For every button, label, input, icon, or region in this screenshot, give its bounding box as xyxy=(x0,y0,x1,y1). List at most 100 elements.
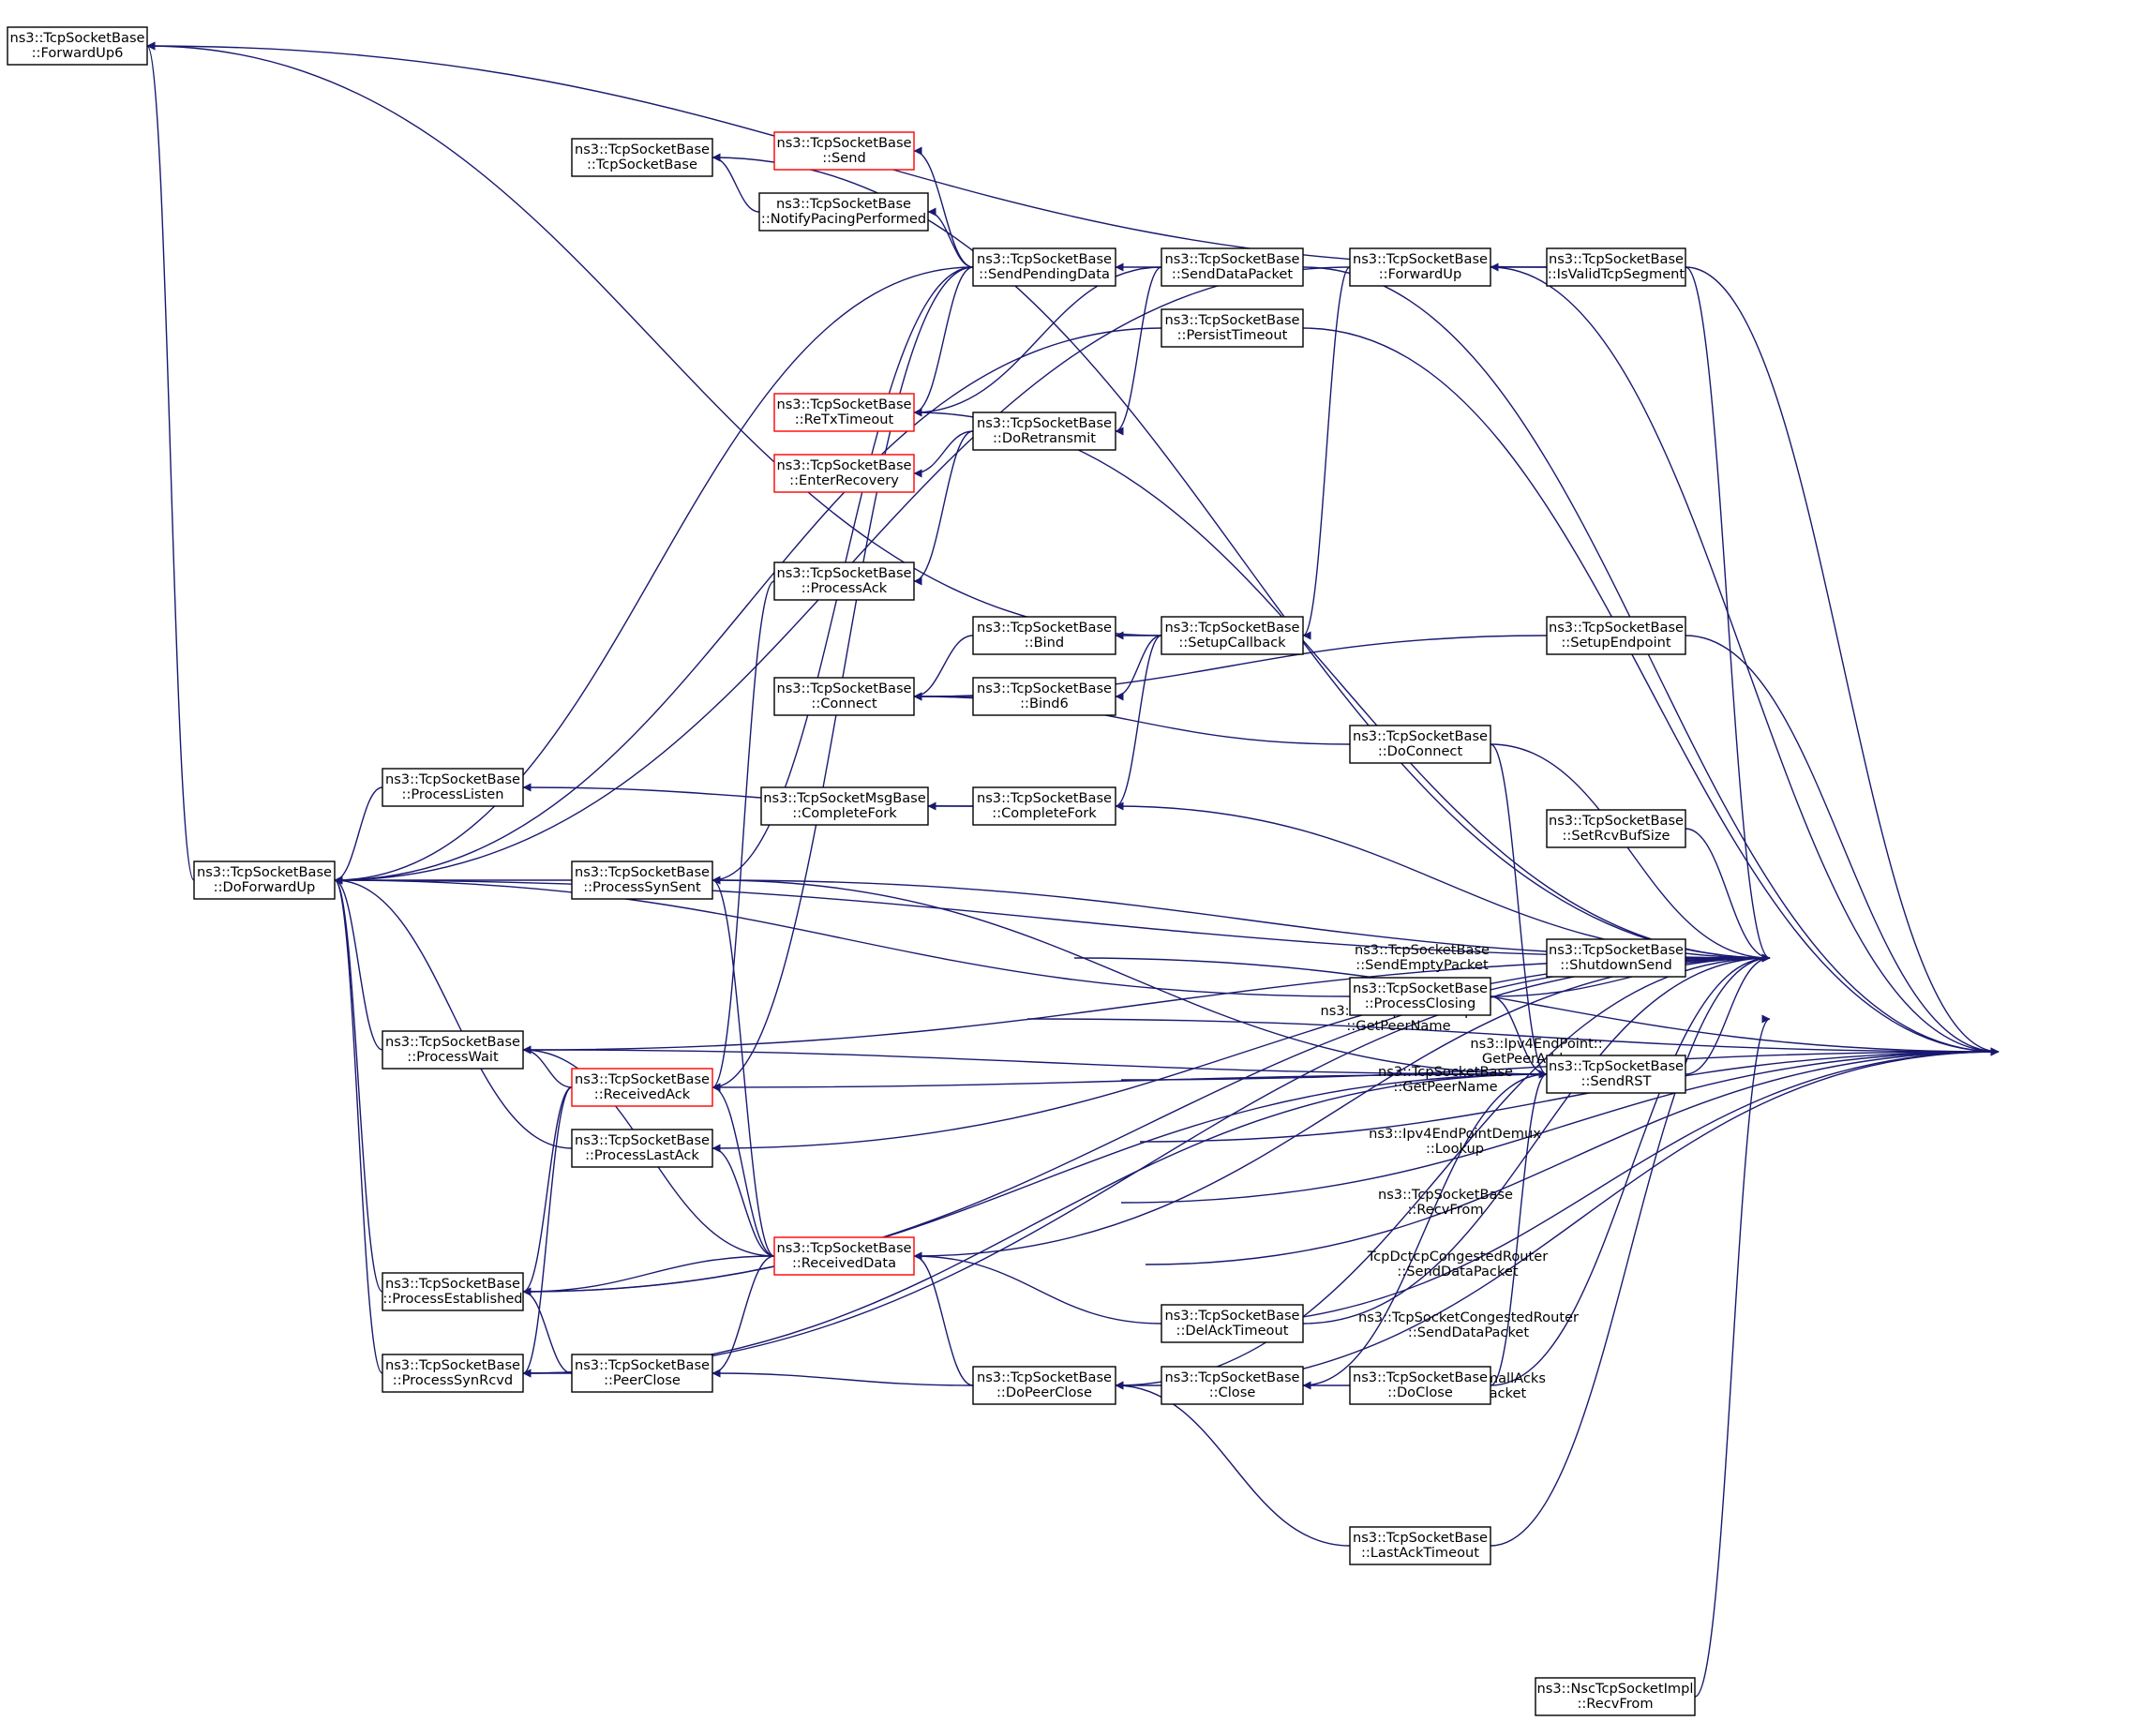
node-dctcpsend[interactable]: TcpDctcpCongestedRouter::SendDataPacket xyxy=(1367,1249,1549,1280)
node-processwait[interactable]: ns3::TcpSocketBase::ProcessWait xyxy=(382,1030,524,1070)
node-setupendpoint[interactable]: ns3::TcpSocketBase::SetupEndpoint xyxy=(1546,616,1686,655)
edge-sendrst-to-processwait xyxy=(522,1045,1548,1075)
edge-doclose-to-sendrst xyxy=(1490,1070,1548,1386)
node-receivedack-label: ns3::TcpSocketBase::ReceivedAck xyxy=(575,1071,710,1102)
node-demuxlookup[interactable]: ns3::Ipv4EndPointDemux::Lookup xyxy=(1369,1126,1541,1157)
node-persisttimeout[interactable]: ns3::TcpSocketBase::PersistTimeout xyxy=(1161,308,1304,348)
node-forwardup6[interactable]: ns3::TcpSocketBase::ForwardUp6 xyxy=(7,26,148,66)
edge-demuxlookup-to-getpeeraddress xyxy=(1139,1047,2000,1143)
edge-receivedack-to-processestablished xyxy=(522,1086,573,1296)
node-nscrecvfrom[interactable]: ns3::NscTcpSocketImpl::RecvFrom xyxy=(1535,1677,1696,1716)
node-dopeerclose[interactable]: ns3::TcpSocketBase::DoPeerClose xyxy=(972,1366,1116,1405)
edge-processwait-to-doforwardup xyxy=(334,875,383,1051)
node-forwardup[interactable]: ns3::TcpSocketBase::ForwardUp xyxy=(1349,247,1491,287)
node-processestablished[interactable]: ns3::TcpSocketBase::ProcessEstablished xyxy=(382,1272,524,1311)
edge-processlisten-to-doforwardup xyxy=(334,786,383,885)
node-senddatapacket[interactable]: ns3::TcpSocketBase::SendDataPacket xyxy=(1161,247,1304,287)
edge-delacktimeout-to-receiveddata xyxy=(913,1251,1162,1324)
node-processlastack[interactable]: ns3::TcpSocketBase::ProcessLastAck xyxy=(571,1129,713,1168)
node-sendpendingdata[interactable]: ns3::TcpSocketBase::SendPendingData xyxy=(972,247,1116,287)
node-close[interactable]: ns3::TcpSocketBase::Close xyxy=(1161,1366,1304,1405)
node-setrcvbuf[interactable]: ns3::TcpSocketBase::SetRcvBufSize xyxy=(1546,809,1686,848)
node-doforwardup[interactable]: ns3::TcpSocketBase::DoForwardUp xyxy=(193,861,336,900)
node-processestablished-box xyxy=(382,1272,524,1311)
node-doconnect-label: ns3::TcpSocketBase::DoConnect xyxy=(1353,728,1488,759)
node-send[interactable]: ns3::TcpSocketBase::Send xyxy=(773,131,915,171)
node-forwardup-box xyxy=(1349,247,1491,287)
node-tcpgetpeername[interactable]: ns3::TcpSocketBase::GetPeerName xyxy=(1378,1064,1513,1095)
edge-sendrst-to-processsynrcvd xyxy=(522,1073,1548,1378)
node-setupcallback[interactable]: ns3::TcpSocketBase::SetupCallback xyxy=(1161,616,1304,655)
node-retxtimeout-box xyxy=(773,393,915,432)
edge-receivedack-to-processwait xyxy=(522,1045,573,1088)
node-persisttimeout-box xyxy=(1161,308,1304,348)
node-enterrecovery[interactable]: ns3::TcpSocketBase::EnterRecovery xyxy=(773,454,915,493)
node-processclosing[interactable]: ns3::TcpSocketBase::ProcessClosing xyxy=(1349,977,1491,1016)
edge-close-to-sendrst xyxy=(1302,1070,1548,1386)
edge-sendrst-to-processsynsent xyxy=(712,875,1548,1075)
node-sendrst[interactable]: ns3::TcpSocketBase::SendRST xyxy=(1546,1055,1686,1094)
node-notifypacing[interactable]: ns3::TcpSocketBase::NotifyPacingPerforme… xyxy=(758,192,929,232)
node-lastacktimeout[interactable]: ns3::TcpSocketBase::LastAckTimeout xyxy=(1349,1526,1491,1565)
node-lastacktimeout-box xyxy=(1349,1526,1491,1565)
node-completefork[interactable]: ns3::TcpSocketBase::CompleteFork xyxy=(972,786,1116,826)
node-sendrst-label: ns3::TcpSocketBase::SendRST xyxy=(1549,1058,1684,1089)
edge-receivedack-to-processsynrcvd xyxy=(522,1086,573,1378)
node-processlisten-label: ns3::TcpSocketBase::ProcessListen xyxy=(385,771,520,802)
edge-processlastack-to-doforwardup xyxy=(334,875,573,1149)
node-sendemptypacket[interactable]: ns3::TcpSocketBase::SendEmptyPacket xyxy=(1355,942,1490,973)
node-receivedack[interactable]: ns3::TcpSocketBase::ReceivedAck xyxy=(571,1068,713,1107)
node-delacktimeout[interactable]: ns3::TcpSocketBase::DelAckTimeout xyxy=(1161,1304,1304,1343)
edge-senddatapacket-to-doretransmit xyxy=(1115,266,1162,436)
node-processack[interactable]: ns3::TcpSocketBase::ProcessAck xyxy=(773,561,915,601)
node-processlisten[interactable]: ns3::TcpSocketBase::ProcessListen xyxy=(382,768,524,807)
node-bind[interactable]: ns3::TcpSocketBase::Bind xyxy=(972,616,1116,655)
edge-processlastack-to-sendemptypacket xyxy=(712,953,1771,1149)
node-connect-label: ns3::TcpSocketBase::Connect xyxy=(776,681,911,711)
edge-doretransmit-to-enterrecovery xyxy=(913,430,974,478)
edge-nscgetpeername-to-getpeeraddress xyxy=(1026,1018,2000,1056)
node-peerclose[interactable]: ns3::TcpSocketBase::PeerClose xyxy=(571,1354,713,1393)
edge-sendrst-to-processestablished xyxy=(522,1073,1548,1296)
edge-setrcvbuf-to-sendemptypacket xyxy=(1685,828,1771,963)
node-connect[interactable]: ns3::TcpSocketBase::Connect xyxy=(773,677,915,716)
node-processclosing-box xyxy=(1349,977,1491,1016)
edge-doforwardup-to-forwardup6 xyxy=(146,41,195,881)
node-bind6[interactable]: ns3::TcpSocketBase::Bind6 xyxy=(972,677,1116,716)
node-recvfrom-label: ns3::TcpSocketBase::RecvFrom xyxy=(1378,1187,1513,1218)
node-processsynsent[interactable]: ns3::TcpSocketBase::ProcessSynSent xyxy=(571,861,713,900)
edge-dopeerclose-to-peerclose xyxy=(712,1369,974,1386)
node-msgcompletefork[interactable]: ns3::TcpSocketMsgBase::CompleteFork xyxy=(760,786,929,826)
node-shutdownsend[interactable]: ns3::TcpSocketBase::ShutdownSend xyxy=(1546,938,1686,978)
edge-receiveddata-to-processsynsent xyxy=(712,875,775,1257)
edge-delacktimeout-to-sendemptypacket xyxy=(1302,953,1771,1324)
edge-sendpendingdata-to-notifypacing xyxy=(927,207,974,268)
edge-processsynrcvd-to-sendemptypacket xyxy=(522,953,1771,1374)
node-receiveddata-box xyxy=(773,1236,915,1276)
edge-persisttimeout-to-doforwardup xyxy=(334,327,1162,885)
node-setupcallback-box xyxy=(1161,616,1304,655)
node-congestedsend[interactable]: ns3::TcpSocketCongestedRouter::SendDataP… xyxy=(1358,1309,1579,1340)
node-doclose-box xyxy=(1349,1366,1491,1405)
node-receiveddata[interactable]: ns3::TcpSocketBase::ReceivedData xyxy=(773,1236,915,1276)
node-tcpsocketbase-box xyxy=(571,138,713,177)
node-bind-label: ns3::TcpSocketBase::Bind xyxy=(977,620,1112,651)
node-layer: ns3::Ipv4EndPoint::GetPeerAddressns3::Tc… xyxy=(7,26,1696,1716)
node-doconnect[interactable]: ns3::TcpSocketBase::DoConnect xyxy=(1349,725,1491,764)
edge-bind-to-connect xyxy=(913,635,974,701)
node-senddatapacket-label: ns3::TcpSocketBase::SendDataPacket xyxy=(1164,251,1299,282)
edge-receiveddata-to-processlastack xyxy=(712,1144,775,1257)
node-recvfrom[interactable]: ns3::TcpSocketBase::RecvFrom xyxy=(1378,1187,1513,1218)
node-tcpgetpeername-label: ns3::TcpSocketBase::GetPeerName xyxy=(1378,1064,1513,1095)
node-processsynrcvd[interactable]: ns3::TcpSocketBase::ProcessSynRcvd xyxy=(382,1354,524,1393)
edge-processestablished-to-doforwardup xyxy=(334,875,383,1293)
node-retxtimeout[interactable]: ns3::TcpSocketBase::ReTxTimeout xyxy=(773,393,915,432)
node-doclose[interactable]: ns3::TcpSocketBase::DoClose xyxy=(1349,1366,1491,1405)
node-msgcompletefork-label: ns3::TcpSocketMsgBase::CompleteFork xyxy=(763,790,926,821)
edge-peerclose-to-processestablished xyxy=(522,1287,573,1374)
node-isvalid[interactable]: ns3::TcpSocketBase::IsValidTcpSegment xyxy=(1546,247,1686,287)
node-doretransmit[interactable]: ns3::TcpSocketBase::DoRetransmit xyxy=(972,412,1116,451)
node-tcpsocketbase[interactable]: ns3::TcpSocketBase::TcpSocketBase xyxy=(571,138,713,177)
edge-senddatapacket-to-getpeeraddress xyxy=(1302,266,2000,1056)
